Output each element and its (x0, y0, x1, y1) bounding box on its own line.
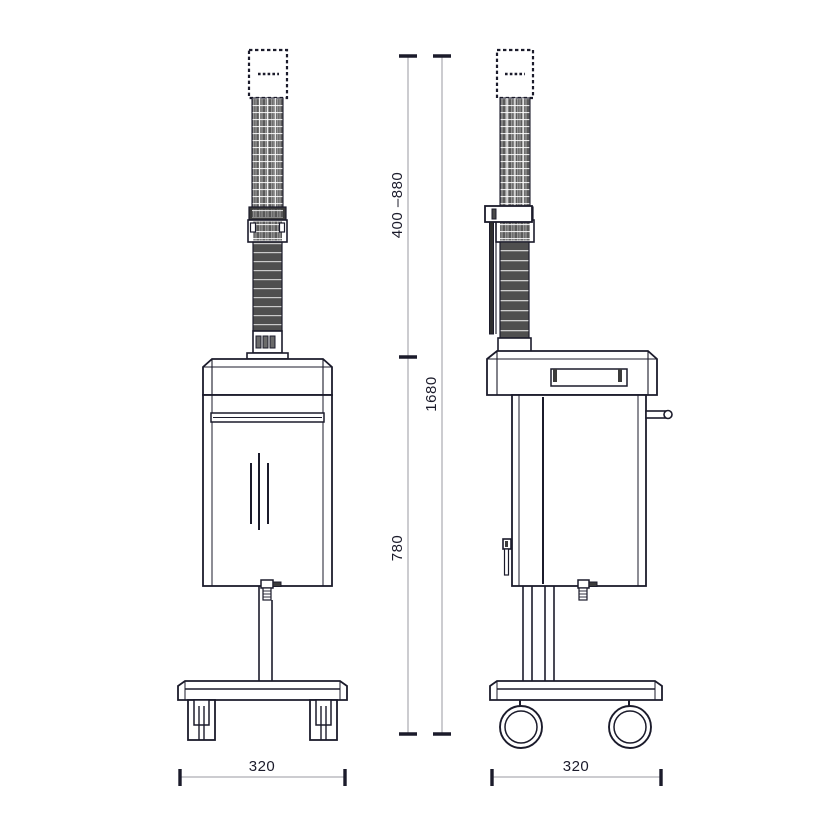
front-base-plate (177, 680, 348, 701)
outer-dimension-line (433, 54, 451, 736)
front-cabinet (202, 358, 333, 587)
front-valve-fitting (260, 579, 282, 601)
side-cabinet (486, 350, 658, 587)
side-base-plate (489, 680, 663, 701)
side-caster-left (499, 700, 543, 749)
side-caster-right (608, 700, 652, 749)
front-column-collar (247, 206, 288, 243)
front-drawer-slot (210, 412, 325, 423)
side-view (484, 48, 673, 749)
side-width-dimension-label: 320 (563, 758, 590, 775)
side-lower-column (499, 241, 530, 339)
side-cable-bracket (484, 205, 533, 335)
front-upper-column (251, 97, 284, 215)
front-caster-left (187, 699, 216, 741)
side-width-dimension (490, 769, 663, 786)
front-column-mount (246, 330, 289, 360)
column-travel-dimension-label: 400 –880 (389, 172, 406, 239)
total-height-dimension-label: 1680 (423, 376, 440, 411)
side-upper-column (499, 97, 531, 215)
side-phantom-head (495, 48, 535, 100)
front-caster-right (309, 699, 338, 741)
side-handle-knob (645, 409, 673, 420)
front-support-post (258, 586, 273, 686)
front-door-handle (250, 453, 269, 530)
worktop-height-dimension-label: 780 (389, 535, 406, 562)
side-support-posts (522, 586, 555, 681)
front-lower-column (252, 241, 283, 332)
side-valve-fitting (577, 579, 598, 601)
front-view (177, 48, 348, 741)
front-phantom-head (247, 48, 289, 100)
side-drawer-recess (550, 368, 628, 387)
inner-dimension-chain (399, 54, 417, 736)
side-door-latch (502, 538, 512, 576)
front-width-dimension-label: 320 (249, 758, 276, 775)
front-width-dimension (178, 769, 347, 786)
